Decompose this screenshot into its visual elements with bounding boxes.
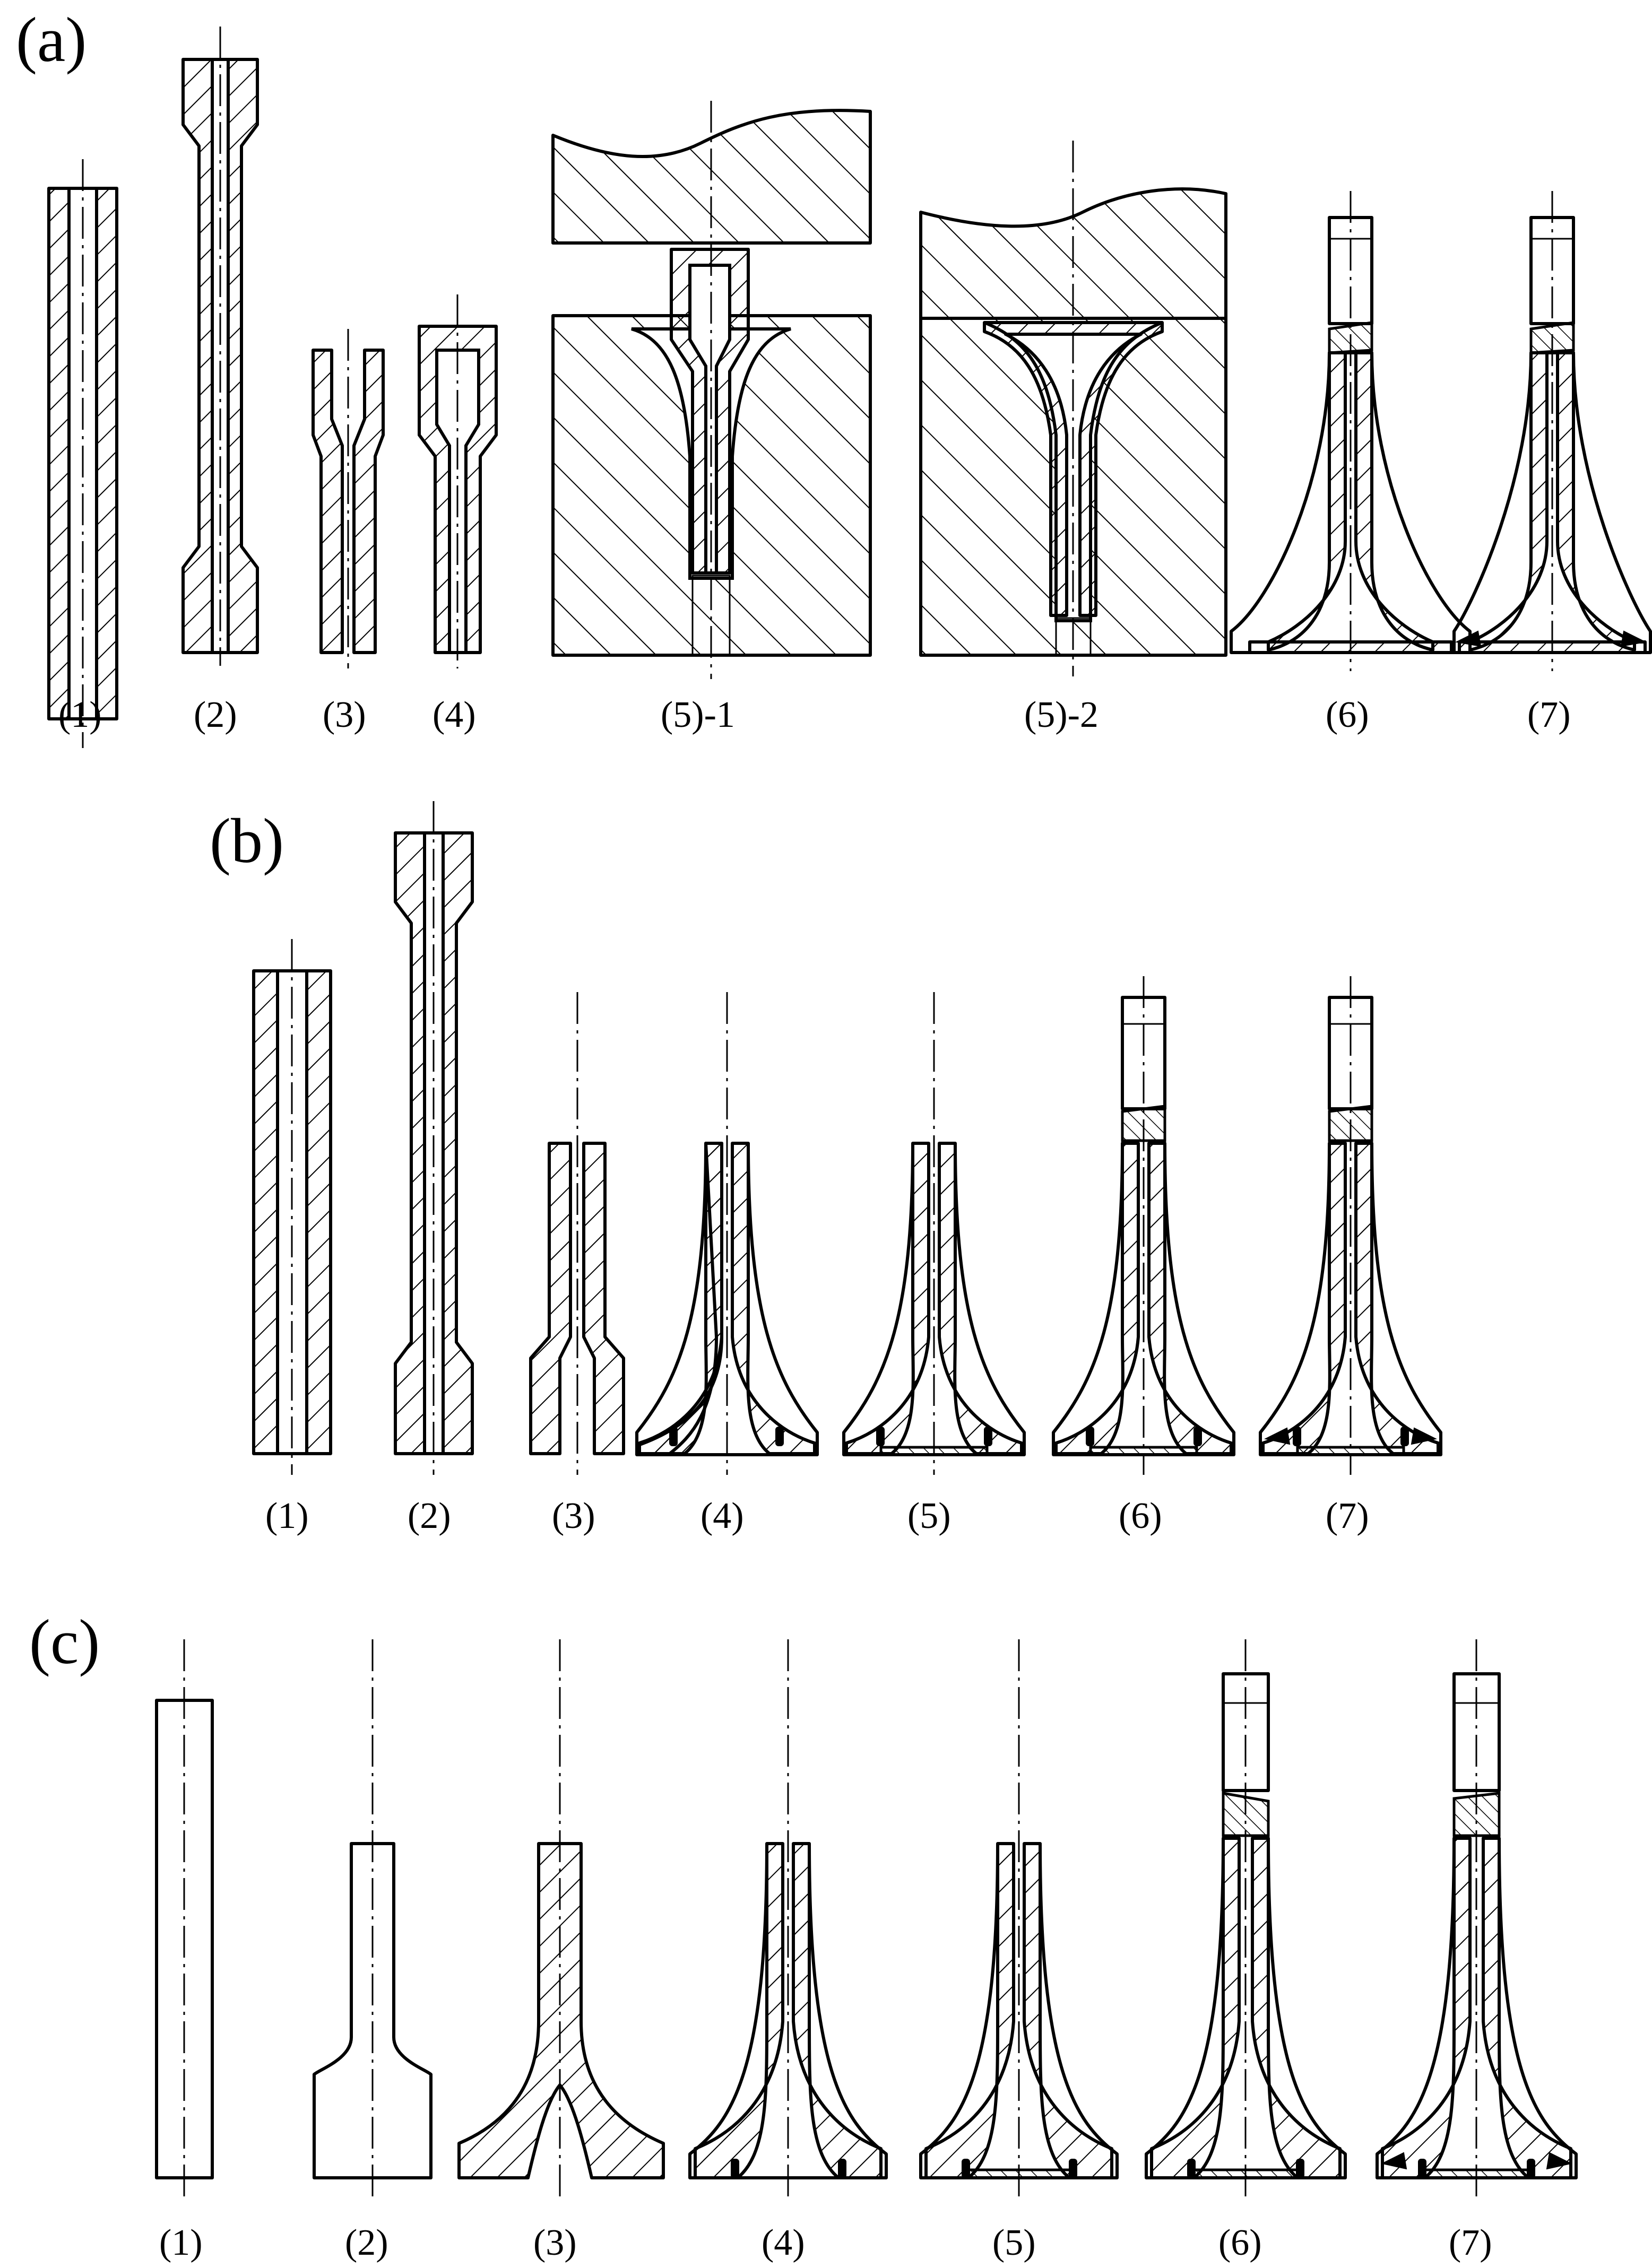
panel-a-step-5-2-die-closed — [919, 141, 1227, 676]
panel-a-step-7-valve-hardfaced — [1452, 191, 1652, 671]
panel-b-label: (b) — [210, 805, 284, 876]
panel-a-step-3-swaged-tube — [312, 329, 385, 668]
panel-c-step-6-valve — [1145, 1639, 1347, 2202]
panel-c-step-label-6: (6) — [1218, 2222, 1262, 2263]
panel-c-step-label-1: (1) — [159, 2222, 203, 2263]
panel-b-step-label-7: (7) — [1326, 1496, 1369, 1536]
panel-a-step-label-3: (3) — [323, 694, 366, 735]
panel-a-step-4-capped-tube — [418, 294, 498, 668]
panel-b-step-6-valve — [1052, 976, 1235, 1475]
panel-b-step-5-capped — [842, 992, 1026, 1475]
panel-c-step-label-2: (2) — [345, 2222, 388, 2263]
panel-c-step-label-5: (5) — [992, 2222, 1036, 2263]
panel-c-step-2-upset-bar — [313, 1639, 433, 2202]
panel-c-step-1-bar — [155, 1639, 214, 2202]
panel-b-step-7-valve-hardfaced — [1259, 976, 1442, 1475]
panel-b-step-4-flared — [635, 992, 819, 1475]
panel-c-step-label-7: (7) — [1449, 2222, 1492, 2263]
panel-a-step-label-4: (4) — [433, 694, 476, 735]
panel-a-step-label-5-1: (5)-1 — [661, 694, 735, 735]
panel-b-step-label-5: (5) — [907, 1496, 951, 1536]
panel-a-step-label-1: (1) — [58, 694, 102, 735]
panel-c: (c) — [29, 1606, 1578, 2263]
panel-c-step-3-forged-solid — [457, 1639, 665, 2202]
panel-b-step-label-2: (2) — [408, 1496, 451, 1536]
panel-c-step-label-4: (4) — [762, 2222, 805, 2263]
panel-a-step-label-5-2: (5)-2 — [1024, 694, 1099, 735]
panel-c-step-5-capped — [919, 1639, 1119, 2202]
panel-b: (b) — [210, 801, 1442, 1536]
panel-a-step-label-2: (2) — [194, 694, 237, 735]
panel-a-step-1-tube — [47, 159, 118, 748]
panel-b-step-1-tube — [252, 939, 332, 1475]
panel-b-step-label-1: (1) — [265, 1496, 309, 1536]
panel-a-step-5-1-die-open — [551, 101, 872, 679]
panel-a: (a) — [16, 4, 1652, 748]
panel-a-step-label-7: (7) — [1527, 694, 1571, 735]
panel-a-step-label-6: (6) — [1326, 694, 1369, 735]
panel-b-step-label-6: (6) — [1119, 1496, 1162, 1536]
panel-c-step-7-valve-hardfaced — [1376, 1639, 1578, 2202]
panel-a-step-6-valve — [1230, 191, 1472, 671]
panel-c-step-label-3: (3) — [533, 2222, 577, 2263]
panel-b-step-label-4: (4) — [700, 1496, 744, 1536]
panel-b-step-label-3: (3) — [552, 1496, 595, 1536]
panel-a-label: (a) — [16, 4, 87, 75]
panel-b-step-2-drawn-tube — [394, 801, 474, 1475]
panel-c-step-4-drilled — [688, 1639, 888, 2202]
panel-c-label: (c) — [29, 1606, 100, 1677]
panel-b-step-3-swaged-tube — [529, 992, 625, 1475]
panel-a-step-2-drawn-tube — [181, 27, 259, 666]
